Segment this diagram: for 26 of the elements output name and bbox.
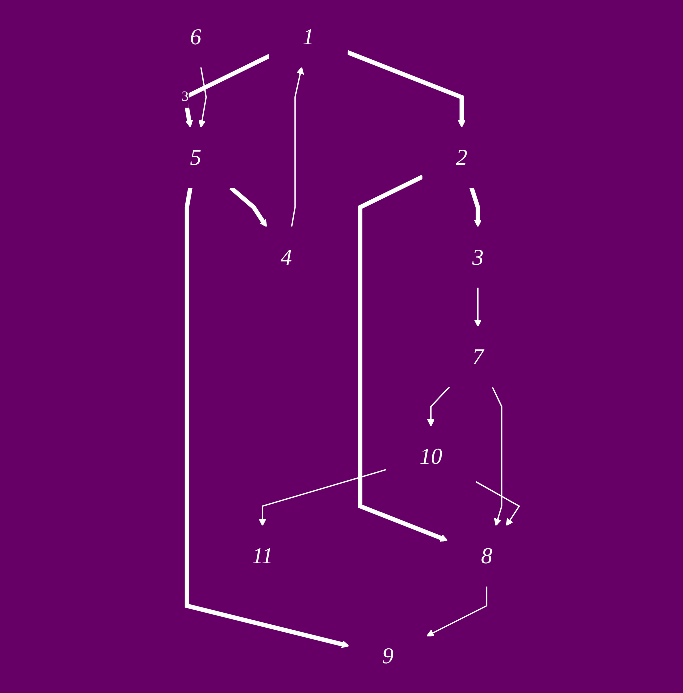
- arrow: [474, 288, 482, 328]
- arrow: [185, 188, 350, 648]
- node-text: 1: [303, 24, 314, 50]
- node-text: 6: [190, 24, 202, 50]
- arrow: [230, 186, 268, 228]
- node-text: 9: [382, 643, 394, 669]
- edge-label: 3: [182, 90, 189, 104]
- arrow: [346, 50, 466, 128]
- node-text: 4: [280, 244, 292, 270]
- arrow: [470, 187, 482, 228]
- node-text: 7: [472, 344, 484, 370]
- node-text: 11: [252, 544, 274, 569]
- arrow: [358, 174, 448, 542]
- node-text: 3: [472, 244, 484, 270]
- arrow: [198, 67, 208, 128]
- arrow: [426, 586, 488, 637]
- node-text: 8: [481, 544, 493, 569]
- node-text: 2: [456, 145, 468, 170]
- arrow: [492, 386, 503, 526]
- arrow: [291, 66, 304, 228]
- arrow: [183, 54, 271, 128]
- arrow: [259, 469, 387, 526]
- node-text: 5: [190, 145, 202, 170]
- node-text: 10: [420, 444, 443, 470]
- arrow: [427, 386, 450, 427]
- arrow: [476, 481, 520, 526]
